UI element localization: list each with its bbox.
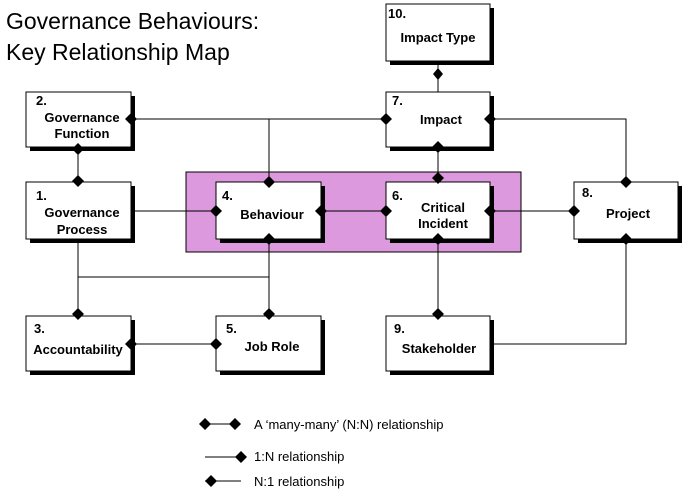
entity-number: 10. [388,6,406,21]
diamond-marker [380,205,392,217]
diamond-marker [432,172,444,184]
diamond-marker [210,338,222,350]
entity-job-role[interactable]: 5. Job Role [215,315,325,375]
diamond-marker [380,113,392,125]
entity-governance-process[interactable]: 1. Governance Process [25,181,135,243]
entity-label-line1: Governance [44,205,119,220]
diamond-marker [205,475,217,487]
diamond-marker [315,205,327,217]
legend-label: 1:N relationship [254,449,344,464]
diamond-marker [620,233,632,245]
legend: A ‘many-many’ (N:N) relationship 1:N rel… [199,417,444,489]
entity-boxes: 10. Impact Type 7. Impact 2. Governance … [25,3,682,375]
title-line-2: Key Relationship Map [6,39,230,65]
diamond-marker [568,205,580,217]
diamond-marker [432,141,444,153]
legend-n-one: N:1 relationship [205,474,344,489]
link-project-stakeholder [490,240,627,345]
entity-label: Stakeholder [402,341,476,356]
entity-number: 7. [392,93,403,108]
entity-label-line1: Governance [44,110,119,125]
diamond-marker [433,68,443,80]
entity-label: Project [606,206,651,221]
entity-number: 5. [226,321,237,336]
diamond-marker [263,233,275,245]
entity-number: 3. [34,321,45,336]
diamond-marker [125,338,137,350]
diamond-marker [72,308,84,320]
entity-label: Impact Type [401,30,476,45]
entity-number: 4. [222,188,233,203]
legend-label: A ‘many-many’ (N:N) relationship [254,417,444,432]
diamond-marker [235,451,247,463]
entity-label-line1: Critical [421,200,465,215]
diamond-marker [484,205,496,217]
entity-impact-type[interactable]: 10. Impact Type [385,3,494,65]
link-impact-project [490,118,627,182]
diamond-marker [432,308,444,320]
diamond-marker [210,205,222,217]
legend-one-n: 1:N relationship [205,449,344,464]
box [25,181,132,240]
title-line-1: Governance Behaviours: [6,8,260,34]
diamond-marker [484,113,496,125]
diamond-marker [263,176,275,188]
legend-label: N:1 relationship [254,474,344,489]
entity-label: Behaviour [240,207,304,222]
entity-governance-function[interactable]: 2. Governance Function [25,91,135,151]
entity-number: 9. [394,321,405,336]
box [385,3,491,62]
entity-label: Accountability [33,342,123,357]
box [25,315,132,372]
diagram-title: Governance Behaviours: Key Relationship … [6,6,259,68]
entity-number: 1. [36,188,47,203]
entity-number: 8. [582,185,593,200]
diamond-marker [263,308,275,320]
entity-label: Job Role [245,339,300,354]
entity-number: 6. [392,188,403,203]
box [25,91,132,148]
entity-stakeholder[interactable]: 9. Stakeholder [385,315,494,375]
entity-label: Impact [420,112,463,127]
diamond-marker [72,175,84,187]
diamond-marker [199,418,211,430]
diamond-marker [72,143,84,155]
entity-accountability[interactable]: 3. Accountability [25,315,135,375]
entity-label-line2: Process [57,222,108,237]
box [385,91,491,148]
entity-label-line2: Incident [418,216,469,231]
entity-label-line2: Function [55,126,110,141]
entity-project[interactable]: 8. Project [573,181,682,243]
diamond-markers [72,68,632,350]
diamond-marker [432,233,444,245]
diamond-marker [229,418,241,430]
entity-number: 2. [36,93,47,108]
entity-impact[interactable]: 7. Impact [385,91,494,151]
entity-critical-incident[interactable]: 6. Critical Incident [385,181,494,243]
entity-behaviour[interactable]: 4. Behaviour [215,181,325,243]
legend-many-many: A ‘many-many’ (N:N) relationship [199,417,444,432]
diamond-marker [620,176,632,188]
diamond-marker [125,113,137,125]
